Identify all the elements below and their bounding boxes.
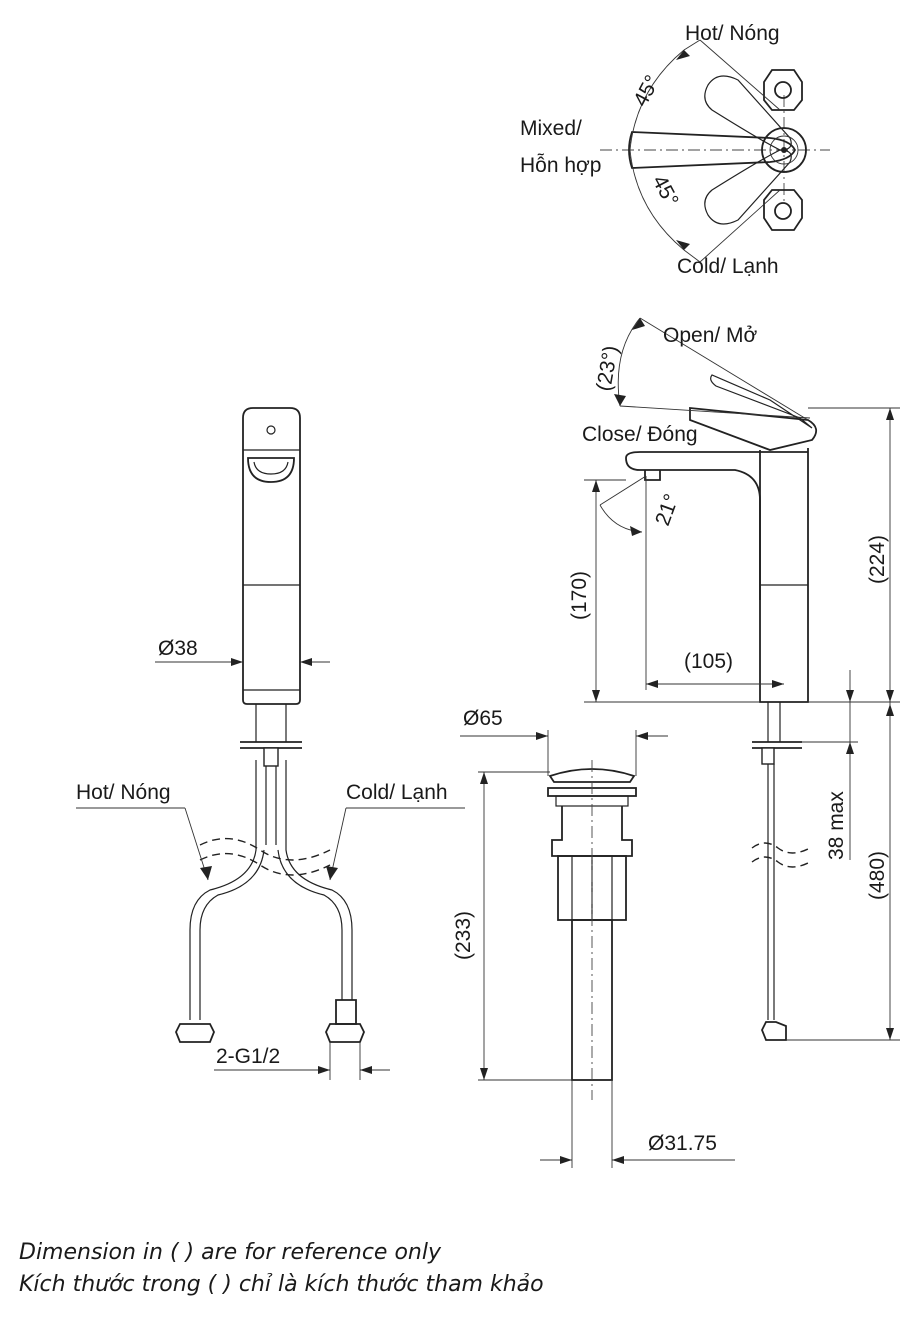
top-hot-label: Hot/ Nóng — [685, 22, 780, 45]
drain-diameter-3175: Ø31.75 — [648, 1132, 717, 1155]
top-view: Hot/ Nóng Mixed/ Hỗn hợp Cold/ Lạnh 45° … — [520, 22, 830, 278]
front-view: Ø38 Hot/ Nóng Cold/ Lạnh 2-G1/2 — [76, 407, 465, 1080]
front-thread-label: 2-G1/2 — [216, 1045, 280, 1068]
side-view: Open/ Mở Close/ Đóng (23°) 21° (224) (17… — [568, 317, 900, 1041]
drain-height-233: (233) — [452, 911, 475, 960]
front-cold-label: Cold/ Lạnh — [346, 781, 448, 804]
drain-diameter-65: Ø65 — [463, 707, 503, 730]
front-diameter-38: Ø38 — [158, 637, 198, 660]
front-hot-label: Hot/ Nóng — [76, 781, 171, 804]
side-38-max: 38 max — [825, 791, 848, 860]
side-close-label: Close/ Đóng — [582, 423, 698, 446]
top-angle-lower: 45° — [648, 172, 683, 211]
side-hose-480: (480) — [866, 851, 889, 900]
top-mixed-label-2: Hỗn hợp — [520, 154, 602, 177]
top-cold-label: Cold/ Lạnh — [677, 255, 779, 278]
top-angle-upper: 45° — [629, 72, 664, 111]
side-angle-spout: 21° — [651, 491, 683, 529]
side-height-224: (224) — [866, 535, 889, 584]
top-mixed-label-1: Mixed/ — [520, 117, 582, 140]
reference-note-vietnamese: Kích thước trong ( ) chỉ là kích thước t… — [19, 1272, 544, 1297]
side-reach-105: (105) — [684, 650, 733, 673]
drain-view: Ø65 (233) Ø31.75 — [452, 707, 735, 1168]
side-height-170: (170) — [568, 571, 591, 620]
reference-note-english: Dimension in ( ) are for reference only — [19, 1240, 441, 1265]
side-open-label: Open/ Mở — [663, 324, 758, 347]
